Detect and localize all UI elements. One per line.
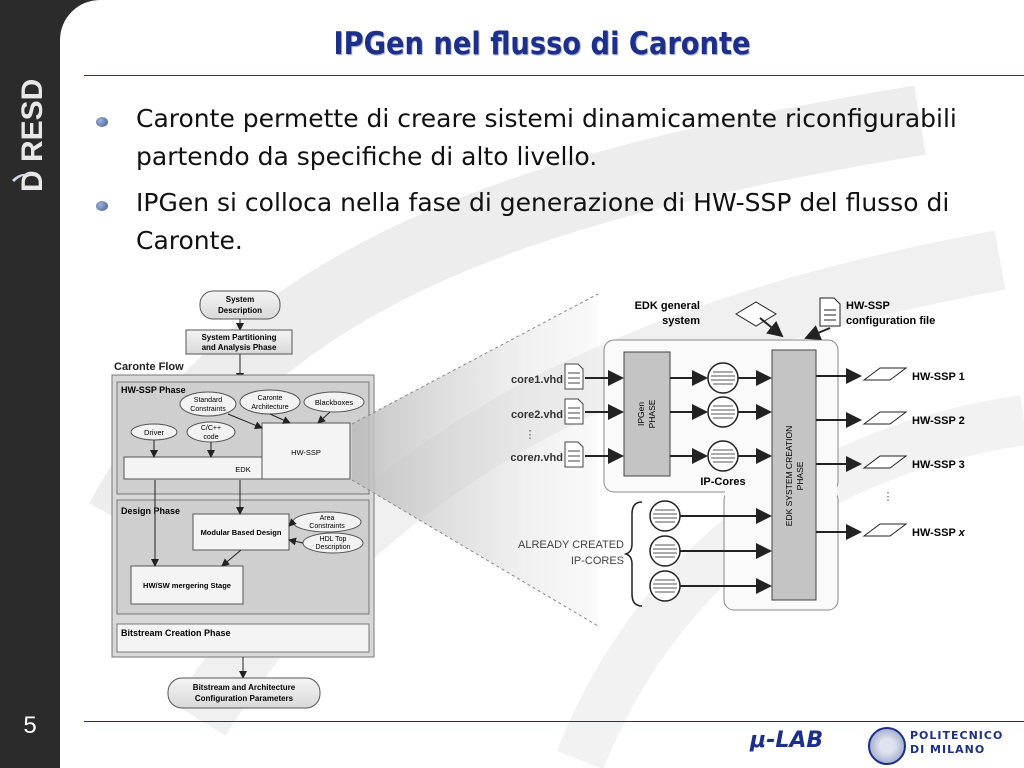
modular-design-label: Modular Based Design — [201, 528, 282, 537]
system-description-label: System — [226, 295, 254, 304]
coren-label: coren.vhd — [510, 452, 563, 464]
caronte-flow-title: Caronte Flow — [114, 361, 184, 373]
slide: IPGen nel flusso di Caronte Caronte perm… — [60, 0, 1024, 768]
ip-core-icon — [707, 362, 739, 472]
hw-ssp-output-icon — [862, 367, 908, 537]
ip-core-icon — [649, 500, 681, 602]
ulab-logo: μ-LAB — [750, 728, 824, 753]
polimi-line-2: DI MILANO — [910, 743, 986, 756]
hw-ssp-3-label: HW-SSP 3 — [912, 459, 965, 471]
ipgen-phase-label: IPGen — [636, 402, 646, 426]
hw-ssp-2-label: HW-SSP 2 — [912, 415, 965, 427]
polimi-line-1: POLITECNICO — [910, 729, 1004, 742]
caronte-architecture-label: Caronte — [258, 395, 283, 402]
bullet-item: Caronte permette di creare sistemi dinam… — [90, 100, 970, 176]
page-title: IPGen nel flusso di Caronte — [333, 26, 751, 62]
svg-text:code: code — [203, 434, 218, 441]
hwssp-config-label: HW-SSP — [846, 300, 890, 312]
bitstream-phase-label: Bitstream Creation Phase — [121, 628, 231, 638]
hw-ssp-1-label: HW-SSP 1 — [912, 371, 965, 383]
file-icon — [564, 363, 584, 468]
hwssp-detail: EDK general system HW-SSP configuration … — [510, 297, 966, 611]
hdl-top-label: HDL Top — [320, 536, 347, 543]
slide-number: 5 — [23, 712, 37, 739]
svg-text:and Analysis Phase: and Analysis Phase — [202, 343, 277, 352]
hw-ssp-box-label: HW-SSP — [291, 448, 321, 457]
footer-divider — [84, 721, 1024, 722]
caronte-flow-diagram: System Description System Partitioning a… — [111, 290, 966, 709]
bullet-icon — [96, 201, 108, 211]
hwsw-merging-label: HW/SW mergering Stage — [143, 581, 231, 590]
cc-code-label: C/C++ — [201, 425, 221, 432]
svg-text:Description: Description — [315, 544, 350, 551]
hw-ssp-x-label: HW-SSP x — [912, 527, 966, 539]
blackboxes-label: Blackboxes — [315, 398, 354, 407]
already-created-label: ALREADY CREATED — [518, 539, 624, 551]
dresd-logo: D RESD — [12, 79, 49, 192]
svg-text:PHASE: PHASE — [647, 399, 657, 428]
vertical-dots: ⋮ — [883, 491, 894, 503]
edk-general-label: EDK general — [635, 300, 700, 312]
title-divider — [84, 75, 1024, 76]
ip-cores-label: IP-Cores — [700, 476, 745, 488]
area-constraints-label: Area — [320, 515, 335, 522]
svg-text:configuration file: configuration file — [846, 315, 935, 327]
design-phase-label: Design Phase — [121, 506, 180, 516]
edk-general-icon — [735, 301, 777, 327]
bullet-text: Caronte permette di creare sistemi dinam… — [136, 104, 957, 171]
edk-label: EDK — [235, 465, 250, 474]
svg-text:Constraints: Constraints — [190, 406, 226, 413]
svg-text:Architecture: Architecture — [251, 404, 288, 411]
vertical-dots: ⋮ — [525, 429, 536, 441]
caronte-flow: System Description System Partitioning a… — [111, 290, 375, 709]
driver-label: Driver — [144, 428, 165, 437]
svg-text:Configuration Parameters: Configuration Parameters — [195, 694, 294, 703]
svg-text:IP-CORES: IP-CORES — [571, 555, 624, 567]
svg-text:Constraints: Constraints — [309, 523, 345, 530]
standard-constraints-label: Standard — [194, 397, 223, 404]
bullet-item: IPGen si colloca nella fase di generazio… — [90, 184, 970, 260]
sidebar: D RESD 5 — [0, 0, 60, 768]
bullet-icon — [96, 117, 108, 127]
zoom-wedge — [351, 293, 599, 627]
config-file-icon — [819, 297, 841, 327]
polimi-seal-icon — [868, 727, 906, 765]
bitstream-params-label: Bitstream and Architecture — [193, 683, 296, 692]
svg-text:PHASE: PHASE — [795, 461, 805, 490]
core1-label: core1.vhd — [511, 374, 563, 386]
logo-text: D RESD — [16, 79, 49, 192]
bullet-text: IPGen si colloca nella fase di generazio… — [136, 188, 950, 255]
edk-creation-label: EDK SYSTEM CREATION — [784, 426, 794, 526]
core2-label: core2.vhd — [511, 409, 563, 421]
polimi-logo: POLITECNICO DI MILANO — [910, 729, 1003, 757]
svg-text:system: system — [662, 315, 700, 327]
hwssp-phase-label: HW-SSP Phase — [121, 385, 186, 395]
partitioning-label: System Partitioning — [201, 333, 276, 342]
svg-text:Description: Description — [218, 306, 262, 315]
bullet-list: Caronte permette di creare sistemi dinam… — [90, 100, 970, 268]
